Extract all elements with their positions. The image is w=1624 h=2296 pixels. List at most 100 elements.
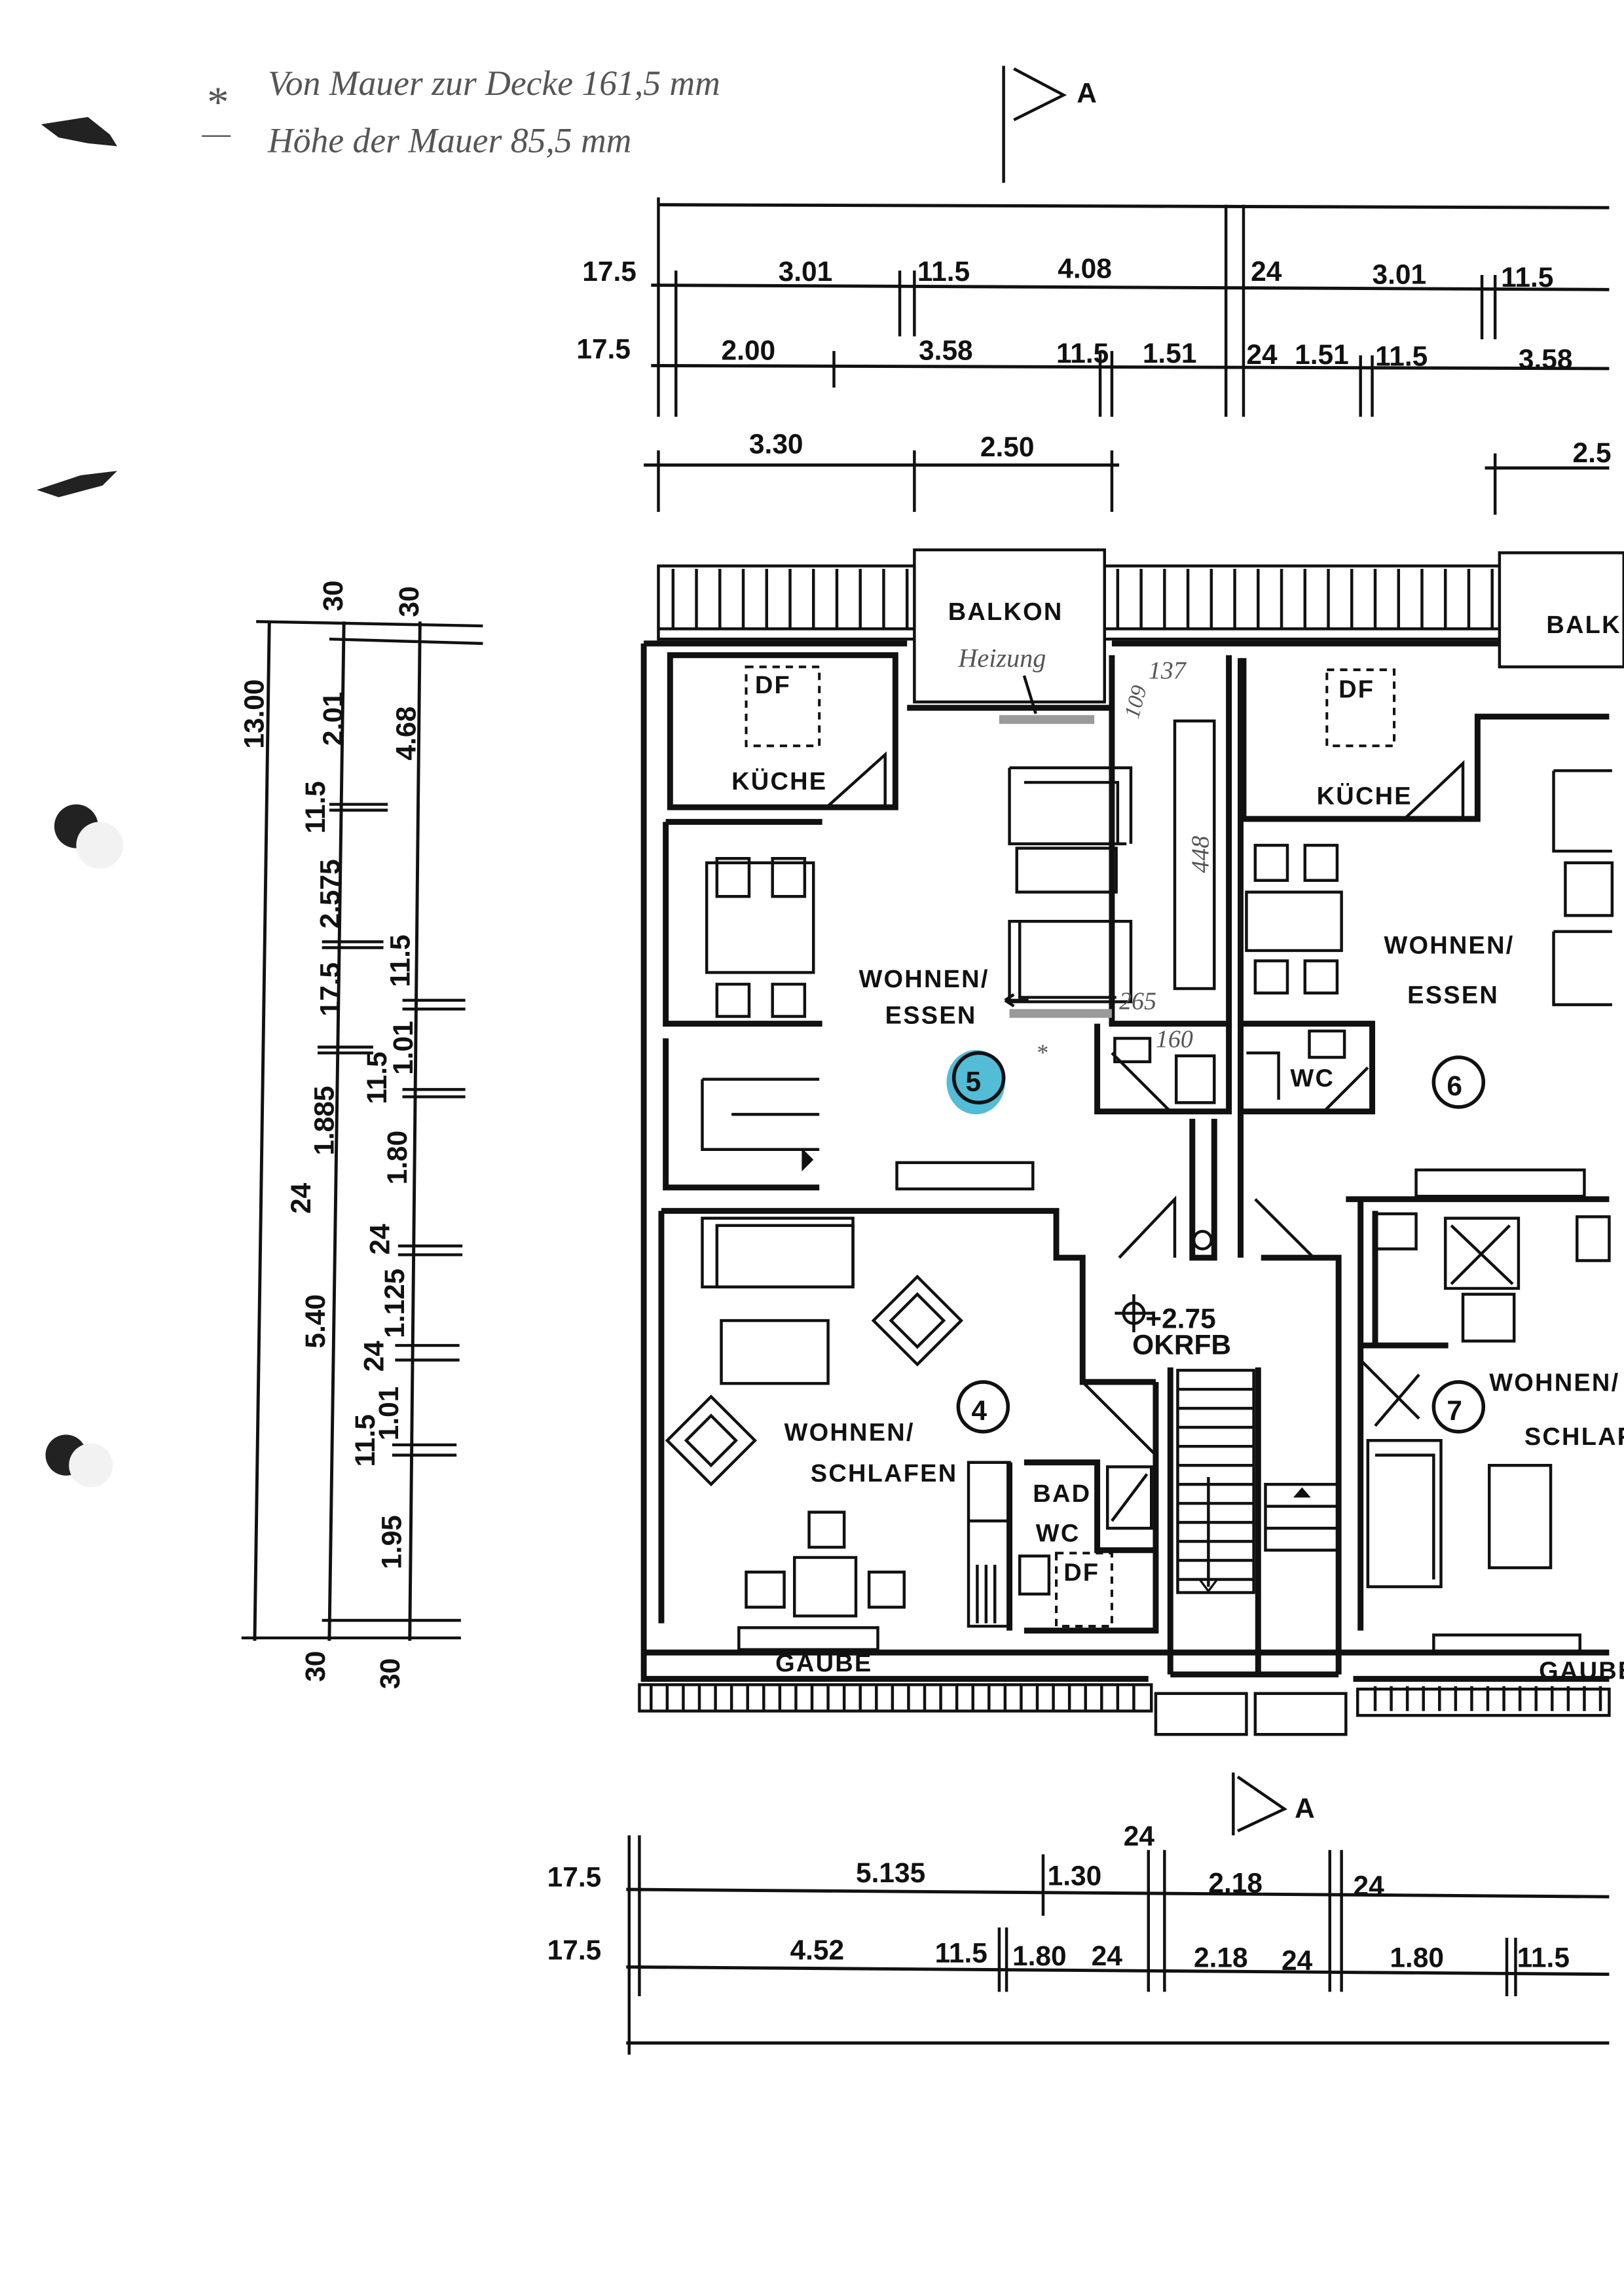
dim-label: 30 bbox=[300, 1651, 331, 1682]
dim-label: 11.5 bbox=[1056, 338, 1109, 369]
dim-label: 4.52 bbox=[790, 1935, 844, 1965]
unit-number: 4 bbox=[971, 1395, 987, 1426]
dash-symbol: — bbox=[202, 115, 231, 151]
dim-label: 24 bbox=[1246, 339, 1278, 370]
dim-label: 17.5 bbox=[547, 1935, 602, 1965]
dim-label: 3.01 bbox=[1373, 259, 1427, 289]
bottom-dimensions: 17.5 5.135 1.30 24 2.18 24 17.5 4.52 11.… bbox=[547, 1821, 1610, 2055]
room-label-wc: WC bbox=[1036, 1520, 1080, 1547]
handwritten-note: * Von Mauer zur Decke 161,5 mm — Höhe de… bbox=[202, 64, 720, 160]
level-reference: OKRFB bbox=[1132, 1329, 1231, 1360]
railing-ticks bbox=[650, 1686, 1602, 1711]
dim-label: 11.5 bbox=[917, 256, 970, 287]
dim-label: 2.01 bbox=[318, 692, 348, 746]
handwritten-137: 137 bbox=[1149, 657, 1187, 684]
room-label-kueche: KÜCHE bbox=[1317, 782, 1412, 811]
dim-label: 11.5 bbox=[300, 781, 331, 833]
unit-number-4: 4 bbox=[956, 1380, 1010, 1434]
df-label: DF bbox=[1063, 1559, 1099, 1587]
dim-label: 1.80 bbox=[1012, 1941, 1067, 1971]
unit-number: 6 bbox=[1447, 1070, 1462, 1101]
room-label-wohnen: WOHNEN/ bbox=[1489, 1369, 1619, 1396]
handwritten-asterisk: * bbox=[1036, 1039, 1048, 1065]
dim-label: 30 bbox=[394, 586, 424, 617]
room-label-essen: ESSEN bbox=[1407, 981, 1499, 1009]
dim-label: 4.68 bbox=[391, 706, 422, 761]
handwritten-265: 265 bbox=[1119, 987, 1156, 1015]
asterisk-symbol: * bbox=[205, 79, 227, 127]
dim-label: 2.00 bbox=[722, 335, 776, 366]
dim-label: 3.01 bbox=[779, 256, 833, 287]
dim-label: 11.5 bbox=[1501, 262, 1553, 293]
balcony-left bbox=[913, 548, 1106, 704]
room-label-balkon: BALK bbox=[1546, 611, 1621, 639]
dim-label: 2.18 bbox=[1208, 1867, 1263, 1898]
dim-label: 24 bbox=[359, 1341, 390, 1372]
dim-label: 1.01 bbox=[388, 1021, 418, 1075]
scan-marks bbox=[37, 117, 123, 1487]
left-dimensions: 13.00 30 2.01 11.5 2.575 17.5 1.885 24 5… bbox=[238, 580, 483, 1689]
room-label-essen: ESSEN bbox=[885, 1002, 977, 1030]
unit-number-7: 7 bbox=[1431, 1380, 1486, 1434]
dim-label: 1.51 bbox=[1295, 339, 1349, 370]
unit-number: 7 bbox=[1447, 1395, 1462, 1426]
dim-label: 1.125 bbox=[379, 1269, 410, 1338]
dim-label: 5.40 bbox=[300, 1294, 331, 1349]
dim-label: 17.5 bbox=[547, 1862, 602, 1893]
heater-mark bbox=[999, 715, 1095, 724]
df-label: DF bbox=[755, 672, 791, 699]
dim-label: 17.5 bbox=[576, 333, 631, 364]
section-marker-bottom: A bbox=[1232, 1772, 1315, 1836]
dim-label: 11.5 bbox=[385, 935, 416, 987]
handwritten-160: 160 bbox=[1156, 1025, 1193, 1053]
floor-plan: BALKON Heizung BALK DF KÜCHE DF KÜCHE 13… bbox=[638, 548, 1624, 1736]
dim-label: 30 bbox=[318, 580, 348, 611]
room-label-bad: BAD bbox=[1033, 1480, 1091, 1508]
dim-label: 3.58 bbox=[1519, 344, 1573, 374]
dim-label: 1.30 bbox=[1048, 1860, 1102, 1891]
room-label-wohnen: WOHNEN/ bbox=[784, 1419, 915, 1446]
handwritten-heizung: Heizung bbox=[957, 644, 1046, 673]
dim-label: 2.575 bbox=[314, 859, 345, 928]
dim-label: 2.50 bbox=[980, 431, 1035, 462]
room-label-gaube: GAUBE bbox=[775, 1650, 872, 1677]
dim-label: 24 bbox=[286, 1182, 316, 1214]
dim-label: 11.5 bbox=[350, 1414, 380, 1467]
dim-label: 24 bbox=[1251, 256, 1282, 287]
dim-label: 1.885 bbox=[309, 1085, 340, 1155]
dim-label: 24 bbox=[1282, 1945, 1313, 1976]
dim-label: 3.30 bbox=[749, 428, 803, 459]
dim-label: 24 bbox=[1092, 1941, 1123, 1971]
bottom-railing bbox=[638, 1683, 1153, 1713]
dim-label: 30 bbox=[375, 1658, 405, 1689]
dim-label: 1.51 bbox=[1143, 338, 1197, 369]
room-label-wohnen: WOHNEN/ bbox=[1384, 932, 1514, 959]
dim-label: 1.01 bbox=[373, 1387, 404, 1441]
df-label: DF bbox=[1338, 676, 1375, 704]
section-marker-top: A bbox=[1002, 65, 1097, 183]
dim-label: 11.5 bbox=[361, 1051, 392, 1104]
unit-number: 5 bbox=[966, 1066, 982, 1097]
staircase bbox=[1167, 1254, 1342, 1675]
handwritten-448: 448 bbox=[1187, 836, 1214, 873]
dim-label: 11.5 bbox=[1375, 340, 1428, 371]
dim-label: 3.58 bbox=[919, 335, 973, 366]
dim-label: 11.5 bbox=[935, 1938, 987, 1969]
dim-label: 24 bbox=[364, 1224, 395, 1255]
dim-label: 1.80 bbox=[1390, 1942, 1444, 1973]
unit-number-5: 5 bbox=[946, 1049, 1006, 1115]
level-marker: +2.75 OKRFB bbox=[1115, 1294, 1231, 1360]
dim-label: 13.00 bbox=[238, 679, 269, 748]
dim-label: 1.95 bbox=[376, 1515, 407, 1569]
room-label-wc: WC bbox=[1290, 1065, 1335, 1093]
dim-label: 17.5 bbox=[582, 256, 637, 287]
note-line-2: Höhe der Mauer 85,5 mm bbox=[267, 120, 631, 160]
dim-label: 1.80 bbox=[382, 1131, 413, 1185]
dim-label: 24 bbox=[1353, 1870, 1384, 1901]
dim-label: 17.5 bbox=[314, 962, 345, 1017]
dim-label: 5.135 bbox=[856, 1857, 925, 1888]
dim-label: 24 bbox=[1124, 1821, 1155, 1851]
bottom-railing bbox=[1356, 1687, 1611, 1717]
unit-number-6: 6 bbox=[1431, 1055, 1486, 1109]
